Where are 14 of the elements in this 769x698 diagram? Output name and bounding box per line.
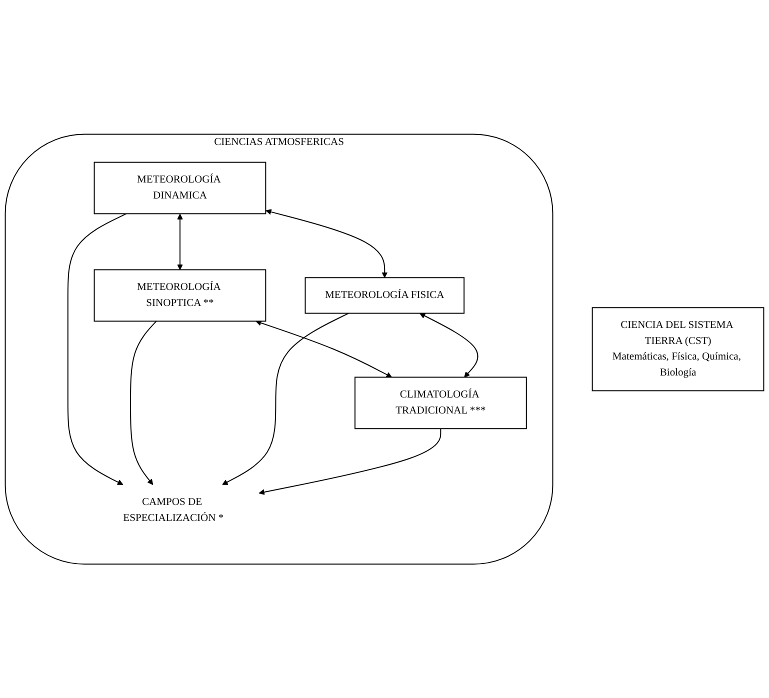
arrow xyxy=(256,320,392,378)
node-box: CIENCIA DEL SISTEMA TIERRA (CST) Matemáticas, Física, Química, Biología xyxy=(592,306,764,392)
arrow xyxy=(266,208,388,278)
arrow xyxy=(222,312,350,485)
arrow xyxy=(258,428,442,495)
arrow xyxy=(67,213,127,485)
node-box: METEOROLOGÍA DINAMICA xyxy=(94,162,266,214)
node-box: METEOROLOGÍA FISICA xyxy=(304,276,465,314)
arrow xyxy=(130,320,157,485)
arrow xyxy=(177,214,183,270)
node-box: METEOROLOGÍA SINOPTICA ** xyxy=(94,269,266,322)
node-text: CAMPOS DE ESPECIALIZACIÓN * xyxy=(123,496,224,524)
node-box: CLIMATOLOGÍA TRADICIONAL *** xyxy=(354,376,527,429)
arrow xyxy=(420,312,478,378)
